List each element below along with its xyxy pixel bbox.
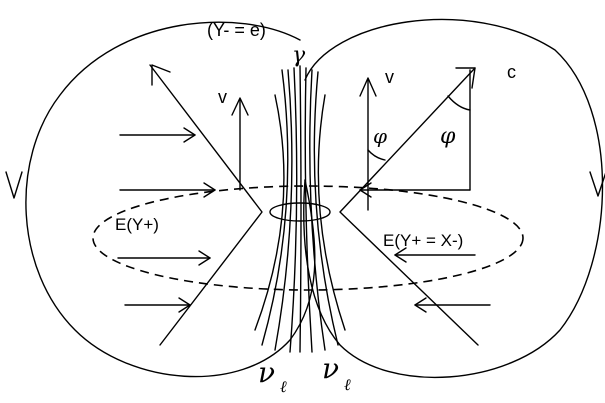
label-phi-left: φ [373,124,387,148]
right-chevron [340,68,478,345]
label-gamma: γ [292,43,306,68]
label-c: c [507,62,516,82]
svg-text:ℓ: ℓ [344,375,351,394]
label-nu-left: ν ℓ [258,356,287,396]
svg-text:ℓ: ℓ [280,377,287,396]
central-line-bundle [255,66,345,352]
svg-text:ν: ν [322,352,339,385]
phi-arc-right [448,96,470,110]
left-chevron [150,65,262,345]
svg-text:ν: ν [258,356,275,389]
right-field-loop [304,19,603,377]
left-loop-arrow [6,172,22,198]
left-field-loop [26,22,315,376]
label-phi-right: φ [440,124,456,149]
label-v-right: v [385,67,394,87]
left-chevron-arrow [152,65,170,85]
label-e-left: E(Y+) [115,215,159,234]
phi-arc-left [368,150,385,160]
label-e-right: E(Y+ = X-) [383,231,463,250]
label-v-left: v [218,87,227,107]
label-top: (Y- = e) [207,20,266,40]
label-nu-right: ν ℓ [322,352,351,394]
